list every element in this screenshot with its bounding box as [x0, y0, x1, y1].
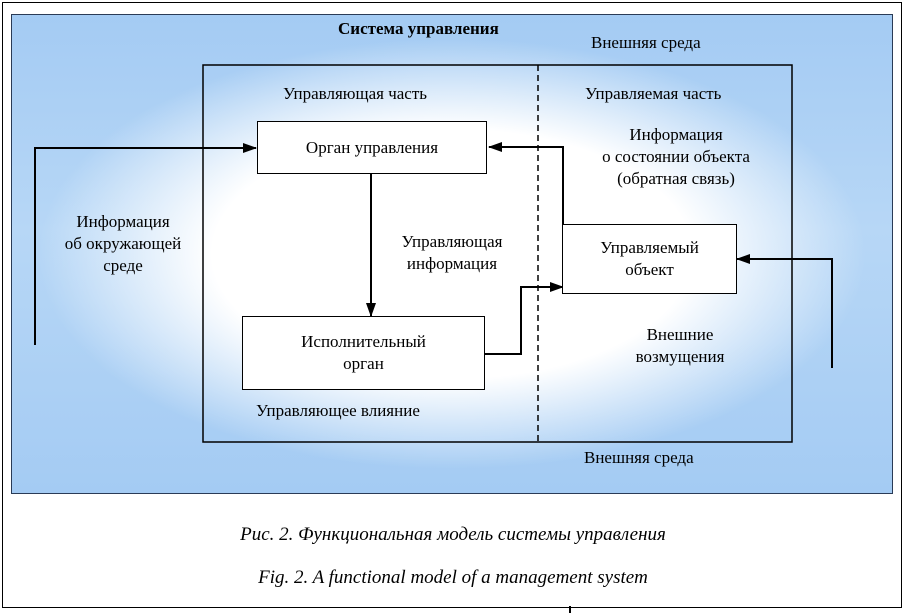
disturbance-arrow	[736, 254, 833, 368]
feedback-info-label: Информация о состоянии объекта (обратная…	[602, 125, 750, 188]
governing-body-label: Орган управления	[305, 137, 439, 157]
control-action-label: Управляющее влияние	[256, 401, 420, 420]
executive-body-line1: Исполнительный	[301, 332, 426, 351]
controlling-part-label: Управляющая часть	[283, 84, 428, 103]
disturbances-label: Внешние возмущения	[635, 325, 725, 366]
control-info-label: Управляющая информация	[401, 232, 503, 273]
env-label-top: Внешняя среда	[591, 33, 701, 52]
system-title: Система управления	[338, 19, 499, 38]
executive-body-line2: орган	[343, 354, 384, 373]
env-info-arrow	[34, 143, 257, 345]
executive-body-box: Исполнительный орган	[242, 316, 485, 390]
caption-en: Fig. 2. A functional model of a manageme…	[258, 567, 648, 588]
controlled-object-line2: объект	[625, 260, 674, 279]
env-info-label: Информация об окружающей среде	[64, 212, 182, 275]
controlled-part-label: Управляемая часть	[585, 84, 722, 103]
controlled-object-line1: Управляемый	[600, 238, 699, 257]
governing-body-box: Орган управления	[257, 121, 487, 174]
system-frame	[202, 64, 793, 443]
page-divider-stem	[569, 606, 571, 613]
controlled-object-box: Управляемый объект	[562, 224, 737, 294]
feedback-arrow	[488, 142, 564, 225]
control-action-arrow	[485, 282, 564, 355]
caption-ru: Рис. 2. Функциональная модель системы уп…	[240, 524, 666, 545]
env-label-bottom: Внешняя среда	[584, 448, 694, 467]
